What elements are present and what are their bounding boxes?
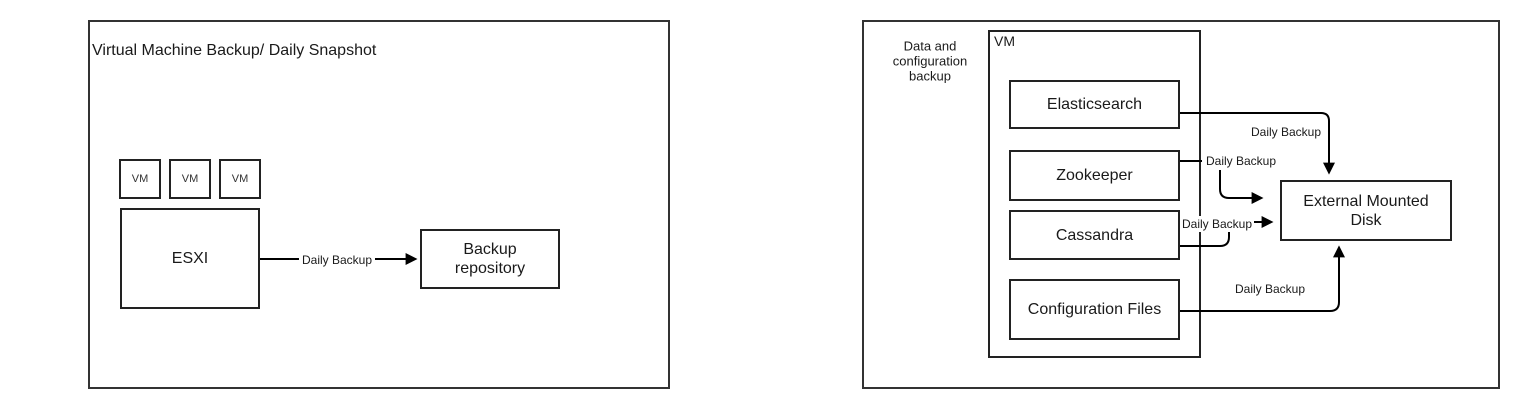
edge-label-configfiles-daily-backup: Daily Backup (1234, 282, 1306, 296)
esxi-node: ESXI (120, 208, 260, 309)
edge-label-elasticsearch-daily-backup: Daily Backup (1250, 125, 1322, 139)
edge-label-zookeeper-daily-backup: Daily Backup (1204, 153, 1279, 169)
cassandra-label: Cassandra (1055, 226, 1134, 244)
configuration-files-node: Configuration Files (1009, 279, 1180, 340)
elasticsearch-label: Elasticsearch (1046, 96, 1143, 113)
vm-backup-panel (88, 20, 670, 389)
vm-node-2: VM (169, 159, 211, 199)
backup-repository-node: Backup repository (420, 229, 560, 289)
zookeeper-label: Zookeeper (1056, 167, 1133, 184)
zookeeper-node: Zookeeper (1009, 150, 1180, 201)
external-mounted-disk-node: External Mounted Disk (1280, 180, 1452, 241)
vm-container-label: VM (994, 33, 1015, 49)
edge-label-esxi-daily-backup: Daily Backup (298, 252, 376, 268)
cassandra-node: Cassandra (1009, 210, 1180, 260)
vm-node-1: VM (119, 159, 161, 199)
configuration-files-label: Configuration Files (1027, 301, 1162, 318)
vm-node-1-label: VM (131, 172, 149, 185)
elasticsearch-node: Elasticsearch (1009, 80, 1180, 129)
external-mounted-disk-label: External Mounted Disk (1303, 192, 1429, 229)
vm-node-3-label: VM (231, 172, 249, 185)
vm-node-3: VM (219, 159, 261, 199)
vm-backup-panel-title: Virtual Machine Backup/ Daily Snapshot (92, 42, 377, 59)
data-backup-panel-label: Data and configuration backup (892, 38, 968, 84)
edge-label-cassandra-daily-backup: Daily Backup (1180, 216, 1255, 232)
backup-repository-label: Backup repository (454, 241, 526, 277)
vm-node-2-label: VM (181, 172, 199, 185)
esxi-label: ESXI (171, 250, 209, 267)
